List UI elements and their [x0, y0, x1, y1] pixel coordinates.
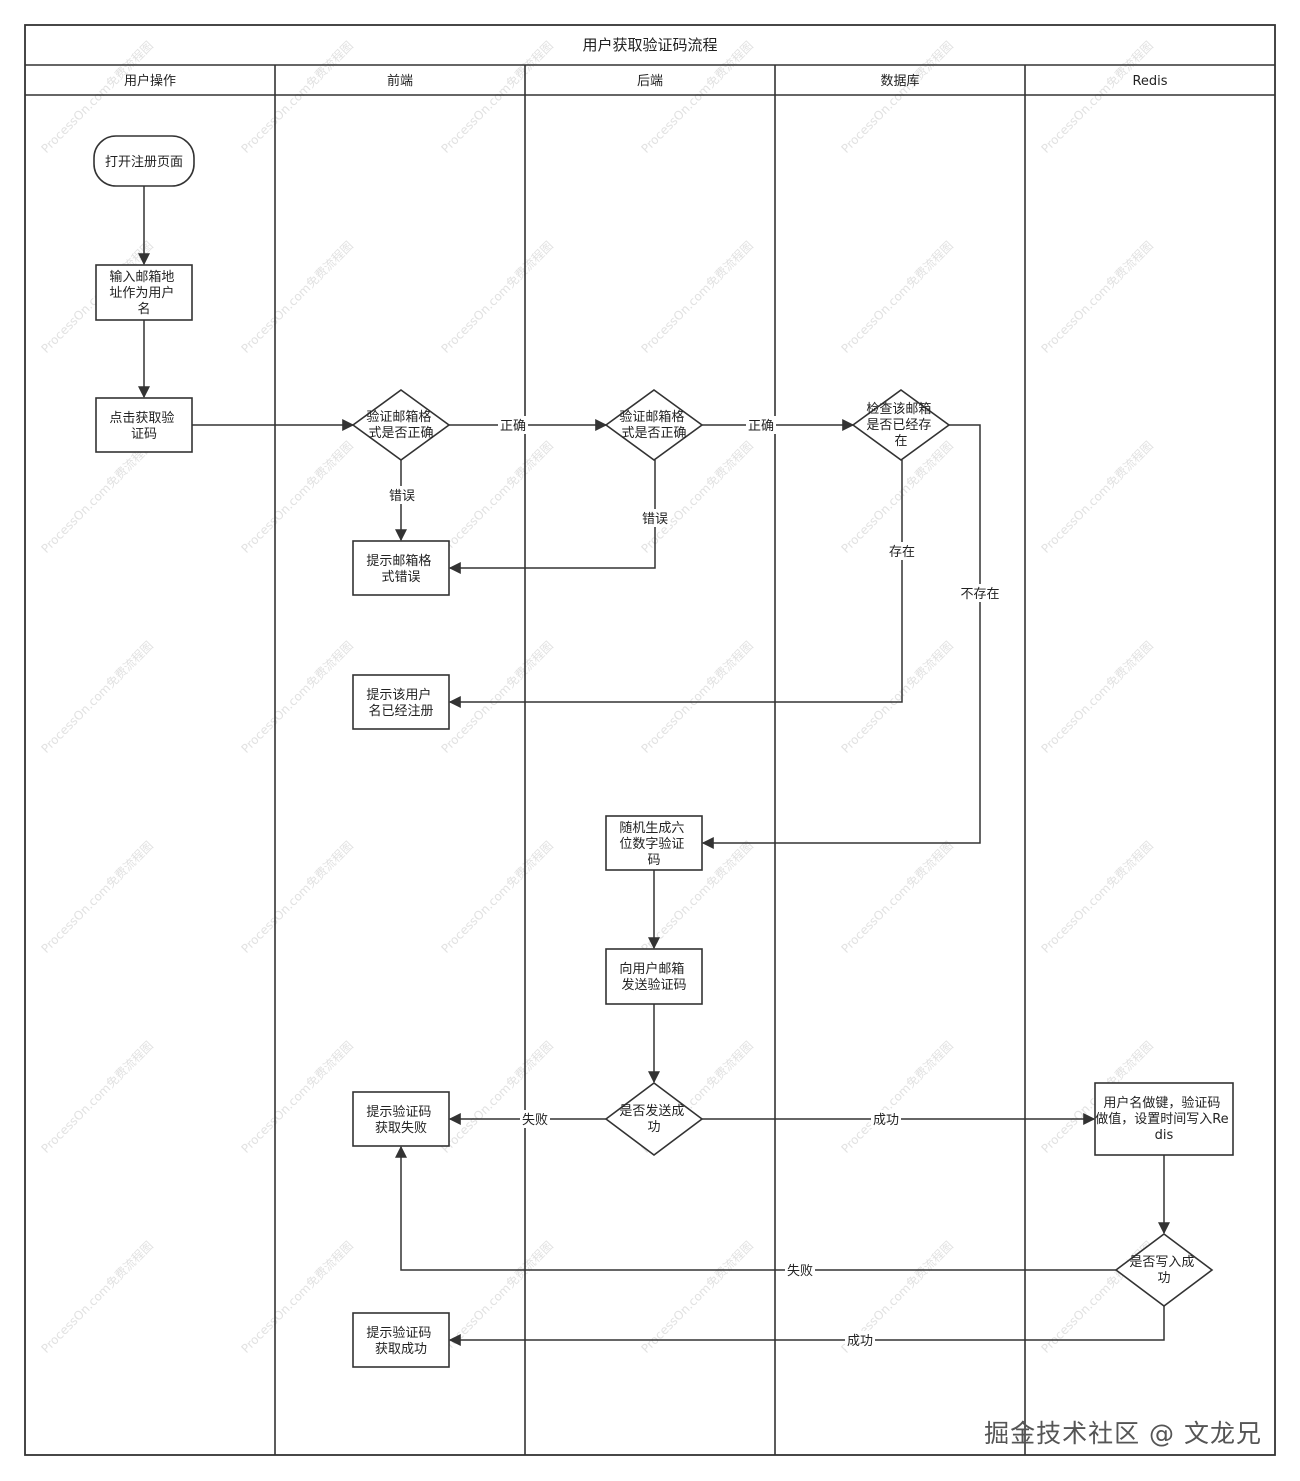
- edge-write-fail: [395, 1145, 1116, 1271]
- watermark-text: ProcessOn.com免费流程图: [638, 238, 756, 356]
- edge-write-success: [448, 1306, 1165, 1346]
- node-hint-registered: 提示该用户 名已经注册: [352, 674, 450, 730]
- edge-labels: 正确 正确 错误 错误 存在 不存在 失败 成功 失败 成功: [387, 416, 1002, 1349]
- svg-text:随机生成六 位数字验证 码: 随机生成六 位数字验证 码: [619, 821, 688, 868]
- edge-label-not-exists: 不存在: [960, 587, 999, 602]
- watermark-text: ProcessOn.com免费流程图: [438, 1238, 556, 1356]
- watermark-text: ProcessOn.com免费流程图: [38, 1038, 156, 1156]
- edge-label-exists: 存在: [889, 545, 915, 560]
- svg-text:检查该邮箱 是否已经存 在: 检查该邮箱 是否已经存 在: [866, 401, 935, 449]
- edge-exists: [448, 460, 903, 708]
- watermark-text: ProcessOn.com免费流程图: [838, 1038, 956, 1156]
- watermark-text: ProcessOn.com免费流程图: [638, 38, 756, 156]
- lane-header-redis: Redis: [1132, 74, 1167, 89]
- edges: [138, 186, 1170, 1346]
- svg-text:输入邮箱地 址作为用户 名: 输入邮箱地 址作为用户 名: [109, 269, 178, 317]
- node-fe-validate-format: 验证邮箱格 式是否正确: [351, 389, 451, 461]
- watermark-text: ProcessOn.com免费流程图: [838, 238, 956, 356]
- lane-header-backend: 后端: [637, 74, 663, 89]
- svg-text:是否写入成 功: 是否写入成 功: [1129, 1255, 1198, 1286]
- watermark-text: ProcessOn.com免费流程图: [1038, 838, 1156, 956]
- watermark-text: ProcessOn.com免费流程图: [438, 638, 556, 756]
- node-input-email: 输入邮箱地 址作为用户 名: [95, 264, 193, 321]
- svg-text:提示邮箱格 式错误: 提示邮箱格 式错误: [366, 553, 435, 585]
- diagram-title: 用户获取验证码流程: [582, 36, 717, 54]
- watermark-text: ProcessOn.com免费流程图: [838, 838, 956, 956]
- svg-text:验证邮箱格 式是否正确: 验证邮箱格 式是否正确: [366, 409, 435, 441]
- watermark-text: ProcessOn.com免费流程图: [238, 1038, 356, 1156]
- node-hint-format-error: 提示邮箱格 式错误: [352, 540, 450, 596]
- lane-header-frontend: 前端: [387, 73, 413, 89]
- node-hint-fail: 提示验证码 获取失败: [352, 1091, 450, 1147]
- svg-text:点击获取验 证码: 点击获取验 证码: [109, 410, 178, 442]
- node-hint-success: 提示验证码 获取成功: [352, 1312, 450, 1368]
- svg-text:验证邮箱格 式是否正确: 验证邮箱格 式是否正确: [619, 409, 688, 441]
- watermark-text: ProcessOn.com免费流程图: [238, 38, 356, 156]
- edge-label-error: 错误: [389, 489, 415, 504]
- node-write-redis: 用户名做键，验证码 做值，设置时间写入Re dis: [1094, 1082, 1234, 1156]
- watermark-text: ProcessOn.com免费流程图: [238, 838, 356, 956]
- edge-label-correct: 正确: [500, 419, 526, 434]
- watermark-text: ProcessOn.com免费流程图: [38, 1238, 156, 1356]
- node-gen-code: 随机生成六 位数字验证 码: [605, 815, 703, 871]
- node-check-email-exists: 检查该邮箱 是否已经存 在: [851, 389, 951, 461]
- edge-label-send-fail: 失败: [522, 1113, 548, 1128]
- watermark-text: ProcessOn.com免费流程图: [238, 438, 356, 556]
- watermark-text: ProcessOn.com免费流程图: [438, 838, 556, 956]
- node-be-validate-format: 验证邮箱格 式是否正确: [604, 389, 704, 461]
- svg-text:提示验证码 获取失败: 提示验证码 获取失败: [366, 1104, 435, 1136]
- edge-label-write-fail: 失败: [787, 1264, 813, 1279]
- watermark-layer: ProcessOn.com免费流程图 ProcessOn.com免费流程图 Proc…: [38, 38, 1156, 1356]
- node-open-register: 打开注册页面: [93, 135, 195, 187]
- node-send-success-decision: 是否发送成 功: [604, 1082, 704, 1156]
- diagram-frame: [24, 24, 1276, 1456]
- node-click-get-code: 点击获取验 证码: [95, 397, 193, 453]
- svg-text:是否发送成 功: 是否发送成 功: [619, 1103, 688, 1135]
- svg-text:打开注册页面: 打开注册页面: [105, 155, 183, 170]
- watermark-text: ProcessOn.com免费流程图: [1038, 438, 1156, 556]
- edge-label-write-success: 成功: [847, 1334, 873, 1349]
- svg-text:提示验证码 获取成功: 提示验证码 获取成功: [366, 1325, 435, 1357]
- watermark-text: ProcessOn.com免费流程图: [438, 1038, 556, 1156]
- watermark-text: ProcessOn.com免费流程图: [438, 38, 556, 156]
- watermark-text: ProcessOn.com免费流程图: [638, 1238, 756, 1356]
- brand-watermark: 掘金技术社区 @ 文龙兄: [984, 1419, 1262, 1448]
- watermark-text: ProcessOn.com免费流程图: [1038, 238, 1156, 356]
- svg-text:提示该用户 名已经注册: 提示该用户 名已经注册: [366, 687, 435, 719]
- watermark-text: ProcessOn.com免费流程图: [1038, 638, 1156, 756]
- svg-text:向用户邮箱 发送验证码: 向用户邮箱 发送验证码: [619, 961, 688, 993]
- watermark-text: ProcessOn.com免费流程图: [638, 638, 756, 756]
- lane-header-user: 用户操作: [124, 73, 176, 89]
- watermark-text: ProcessOn.com免费流程图: [38, 838, 156, 956]
- watermark-text: ProcessOn.com免费流程图: [238, 238, 356, 356]
- edge-label-error: 错误: [642, 512, 668, 527]
- node-send-code: 向用户邮箱 发送验证码: [605, 948, 703, 1005]
- watermark-text: ProcessOn.com免费流程图: [1038, 38, 1156, 156]
- lane-header-database: 数据库: [880, 73, 919, 89]
- watermark-text: ProcessOn.com免费流程图: [38, 638, 156, 756]
- edge-label-correct: 正确: [748, 419, 774, 434]
- watermark-text: ProcessOn.com免费流程图: [238, 1238, 356, 1356]
- edge-not-exists: [701, 424, 981, 849]
- node-write-success-decision: 是否写入成 功: [1114, 1233, 1214, 1307]
- edge-be-error: [448, 460, 656, 574]
- watermark-text: ProcessOn.com免费流程图: [838, 38, 956, 156]
- watermark-text: ProcessOn.com免费流程图: [838, 638, 956, 756]
- watermark-text: ProcessOn.com免费流程图: [438, 438, 556, 556]
- watermark-text: ProcessOn.com免费流程图: [238, 638, 356, 756]
- svg-text:用户名做键，验证码 做值，设置时间写入Re: 用户名做键，验证码 做值，设置时间写入Re dis: [1095, 1095, 1233, 1143]
- watermark-text: ProcessOn.com免费流程图: [438, 238, 556, 356]
- watermark-text: ProcessOn.com免费流程图: [38, 438, 156, 556]
- edge-label-send-success: 成功: [873, 1113, 899, 1128]
